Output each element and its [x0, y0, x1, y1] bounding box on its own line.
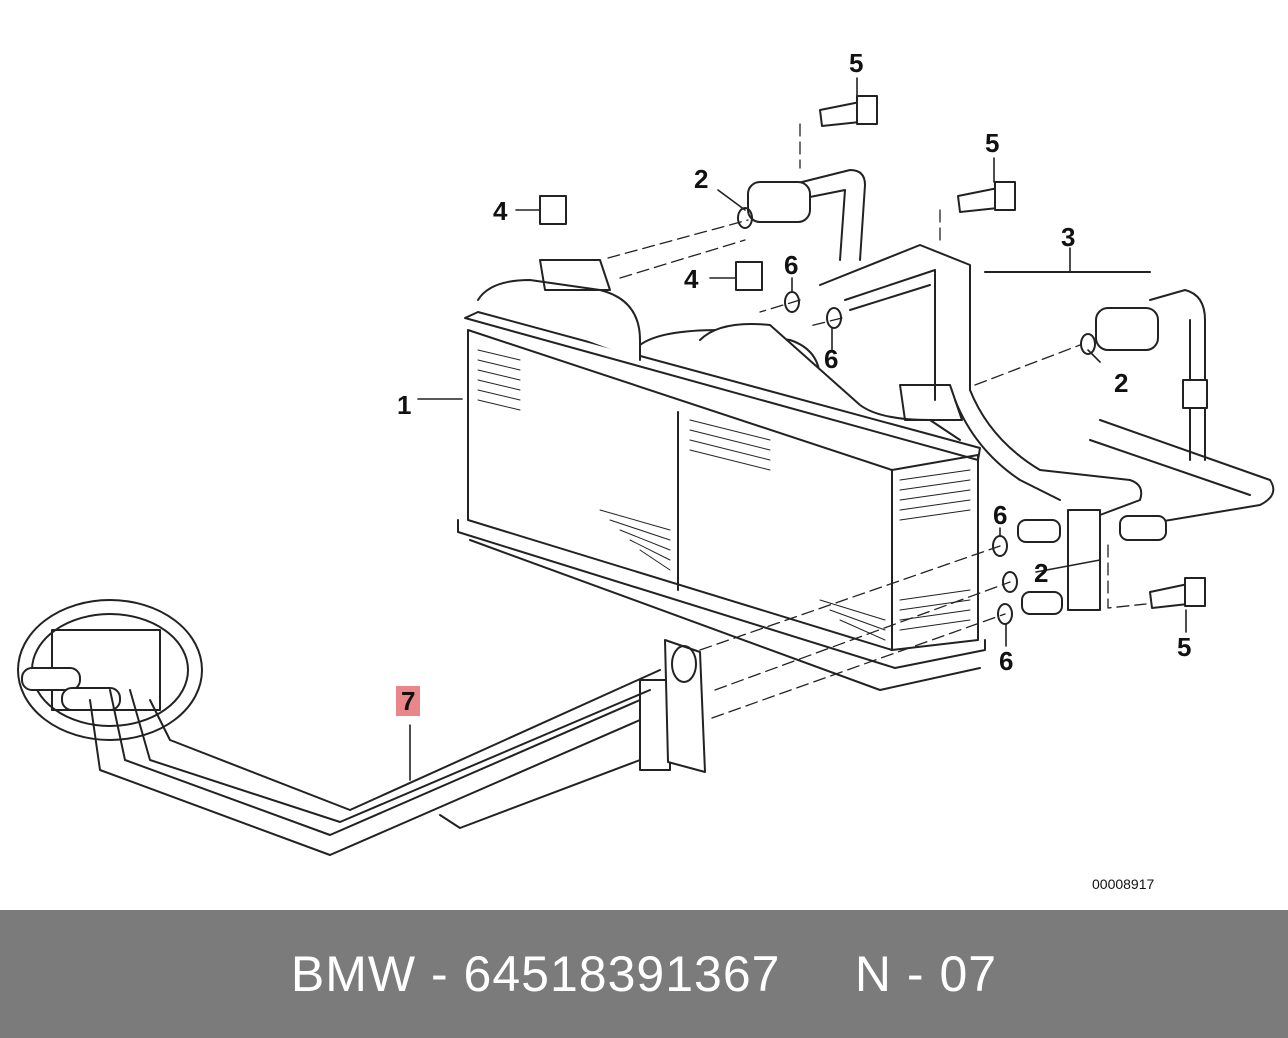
callout-3: 3: [1061, 222, 1076, 252]
callout-2-top: 2: [694, 164, 709, 194]
heater-core-line-drawing: [17, 77, 1275, 856]
footer-separator: -: [416, 946, 464, 1002]
callout-6-mid: 6: [824, 344, 839, 374]
leader-lines: [409, 77, 1187, 781]
callout-1: 1: [397, 390, 412, 420]
footer-part-number: 64518391367: [463, 946, 781, 1002]
callout-6-right: 6: [993, 500, 1008, 530]
heater-pipes: [747, 169, 1275, 526]
callout-7-highlighted: 7: [396, 686, 421, 716]
footer-caption: BMW - 64518391367 N - 07: [0, 910, 1288, 1038]
callout-5-mid: 5: [985, 128, 1000, 158]
callout-4-mid: 4: [684, 264, 699, 294]
callout-6-bottom: 6: [999, 646, 1014, 676]
o-rings: [737, 207, 1096, 625]
footer-ref: N - 07: [854, 946, 998, 1002]
dash-lines: [607, 123, 1147, 719]
footer-brand: BMW: [290, 946, 417, 1002]
callout-2-lower: 2: [1034, 558, 1049, 588]
callout-6-top: 6: [784, 250, 799, 280]
lower-pipe-assembly: [17, 599, 706, 856]
footer-bar: BMW - 64518391367 N - 07: [0, 910, 1288, 1038]
callout-2-right: 2: [1114, 368, 1129, 398]
callout-5-top: 5: [849, 48, 864, 78]
drawing-number: 00008917: [1092, 876, 1155, 892]
callout-5-bottom: 5: [1177, 632, 1192, 662]
connector-block: [1017, 509, 1167, 615]
bolts: [819, 95, 1206, 609]
footer-gap: [780, 945, 854, 1003]
nuts: [539, 195, 763, 291]
parts-diagram: 5 5 5 2 2 2 4 4 6 6 6 6 3 1 7 00008917: [17, 48, 1275, 892]
heater-core-body: [457, 259, 986, 691]
callout-4-left: 4: [493, 196, 508, 226]
